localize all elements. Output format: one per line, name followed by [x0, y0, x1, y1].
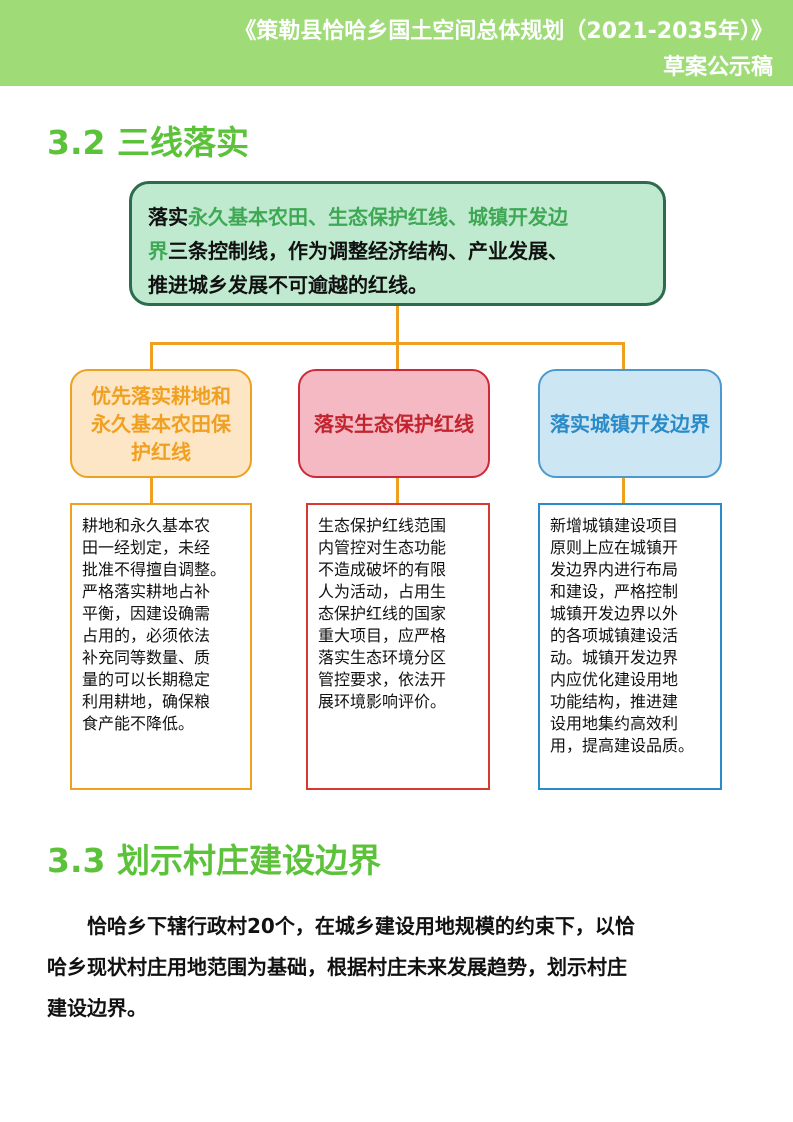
branch-farmland-label: 优先落实耕地和永久基本农田保护红线 [70, 369, 252, 478]
section-heading-3-2: 3.2 三线落实 [47, 123, 249, 162]
summary-line-1: 落实永久基本农田、生态保护红线、城镇开发边 [148, 205, 568, 229]
village-boundary-paragraph: 恰哈乡下辖行政村20个，在城乡建设用地规模的约束下，以恰 哈乡现状村庄用地范围为… [47, 914, 635, 1020]
branch-urban-label: 落实城镇开发边界 [538, 369, 722, 478]
branch-farmland-content: 耕地和永久基本农 田一经划定，未经 批准不得擅自调整。 严格落实耕地占补 平衡，… [70, 503, 252, 790]
connector-right-lower [622, 478, 625, 504]
page-header: 《策勒县恰哈乡国土空间总体规划（2021-2035年）》 草案公示稿 [0, 0, 793, 86]
summary-line-3: 推进城乡发展不可逾越的红线。 [148, 273, 428, 297]
summary-line-2: 界三条控制线，作为调整经济结构、产业发展、 [148, 239, 568, 263]
connector-left-down [150, 342, 153, 370]
control-lines-summary-box: 落实永久基本农田、生态保护红线、城镇开发边 界三条控制线，作为调整经济结构、产业… [129, 181, 666, 306]
branch-ecology-label: 落实生态保护红线 [298, 369, 490, 478]
connector-horizontal [150, 342, 625, 345]
document-status: 草案公示稿 [662, 55, 773, 80]
branch-urban-content: 新增城镇建设项目 原则上应在城镇开 发边界内进行布局 和建设，严格控制 城镇开发… [538, 503, 722, 790]
connector-middle-down [396, 342, 399, 370]
connector-trunk [396, 306, 399, 344]
branch-ecology-content: 生态保护红线范围 内管控对生态功能 不造成破坏的有限 人为活动，占用生 态保护红… [306, 503, 490, 790]
connector-left-lower [150, 478, 153, 504]
connector-right-down [622, 342, 625, 370]
document-title: 《策勒县恰哈乡国土空间总体规划（2021-2035年）》 [234, 19, 773, 44]
section-heading-3-3: 3.3 划示村庄建设边界 [47, 841, 381, 880]
connector-middle-lower [396, 478, 399, 504]
